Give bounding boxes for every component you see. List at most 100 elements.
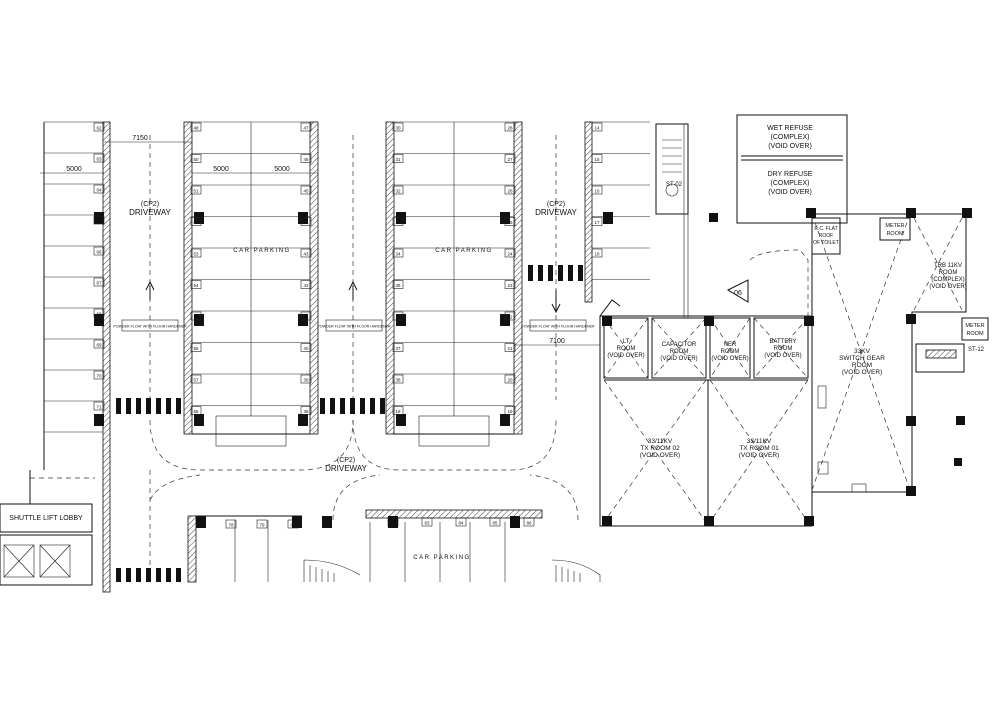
trb-room: TRB 11KV ROOM (COMPLEX) (VOID OVER) METE… (709, 213, 989, 466)
bay-number-bottom-right: 86 (526, 521, 532, 526)
bay-number-c-right: 26 (507, 189, 513, 194)
trb-room-line1: TRB 11KV (934, 263, 962, 269)
car-parking-label-b: CAR PARKING (233, 248, 290, 254)
bay-number-bottom-right: 85 (492, 521, 498, 526)
bay-number-bottom-right: 83 (424, 521, 430, 526)
zebra-stripe (146, 398, 151, 414)
wet-refuse-line1: WET REFUSE (767, 125, 813, 132)
zebra-stripe (330, 398, 335, 414)
bay-number-b-right-box (300, 311, 312, 321)
electrical-block: 06 LT ROOM (VOID OVER) CAPACITOR ROOM (V… (599, 249, 814, 527)
zebra-stripe (578, 265, 583, 281)
bay-number-b-right: 40 (303, 346, 309, 351)
bay-number-b-right-box (300, 343, 312, 352)
bay-number-b-left: 54 (193, 283, 199, 288)
bay-number-c-left-box (392, 122, 404, 132)
bay-number-b-right-box (300, 248, 312, 258)
driveway-bottom-label: DRIVEWAY (325, 464, 367, 473)
zebra-stripe (558, 265, 563, 281)
bay-number-c-right: 23 (507, 283, 513, 288)
bay-number-b-right: 38 (303, 409, 309, 414)
zebra-stripe (176, 568, 181, 582)
car-parking-label-c: CAR PARKING (435, 248, 492, 254)
bay-number-c-right-box (504, 154, 516, 163)
zebra-stripe (340, 398, 345, 414)
driveway-left-code: (CP2) (141, 201, 159, 208)
tx-room-01-line2: TX ROOM 01 (739, 445, 779, 452)
stair-st02-tag: ST-02 (666, 182, 683, 188)
lt-room-line3: (VOID OVER) (607, 353, 644, 359)
bay-number-c-left: 37 (395, 346, 401, 351)
parking-column-d (584, 121, 650, 303)
bay-number-c-left: 30 (395, 126, 401, 131)
bay-number-b-left-box (190, 280, 202, 289)
bay-number-c-right-box (504, 280, 516, 289)
bay-number-a-box (93, 215, 105, 225)
wet-refuse-line2: (COMPLEX) (771, 134, 810, 141)
flat-roof-line1: R.C. FLAT (814, 226, 837, 232)
bay-number-bottom-left-box (225, 519, 237, 529)
bay-number-a-box (93, 184, 105, 194)
bay-number-d: 14 (594, 126, 600, 131)
bay-number-bottom-right: 84 (458, 521, 464, 526)
tx-room-02-line3: (VOID OVER) (640, 452, 680, 459)
marker-06: 06 (734, 290, 742, 297)
trb-room-line2: ROOM (939, 270, 958, 276)
dry-refuse-line2: (COMPLEX) (771, 180, 810, 187)
bay-number-c-right: 21 (507, 346, 513, 351)
zebra-stripe (116, 398, 121, 414)
bay-number-b-left: 58 (193, 409, 199, 414)
meter-room-top-line1: METER (885, 223, 904, 229)
parking-island-c (385, 121, 523, 447)
bay-number-a: 64 (96, 188, 102, 193)
zebra-stripe (126, 398, 131, 414)
bay-number-b-left-box (190, 343, 202, 352)
zebra-stripe (156, 568, 161, 582)
bay-number-c-right: 24 (507, 252, 513, 257)
zebra-stripe (568, 265, 573, 281)
dry-refuse-line1: DRY REFUSE (768, 171, 813, 178)
dim-right-aisle: 7100 (549, 338, 565, 345)
bay-number-b-right: 46 (303, 157, 309, 162)
zebra-stripe (136, 568, 141, 582)
bay-number-a: 69 (96, 343, 102, 348)
bay-number-b-right: 42 (303, 283, 309, 288)
bay-number-d: 15 (594, 157, 600, 162)
bay-number-a: 67 (96, 281, 102, 286)
bay-number-b-right-box (300, 280, 312, 289)
bay-number-c-right: 28 (507, 126, 513, 131)
switchgear-line3: ROOM (852, 362, 872, 369)
bay-number-d-box (591, 217, 603, 226)
zebra-stripe (156, 398, 161, 414)
bay-number-c-left: 35 (395, 283, 401, 288)
powder-note-3: POWDER FLOAT WITH FLOOR HARDENER (521, 325, 595, 329)
bay-number-b-left-box (190, 311, 202, 321)
bay-number-c-left-box (392, 374, 404, 384)
bay-number-b-left: 48 (193, 126, 199, 131)
bay-number-d-box (591, 122, 603, 132)
bay-number-a: 66 (96, 250, 102, 255)
bay-number-c-left: 18 (395, 409, 401, 414)
zebra-stripe (176, 398, 181, 414)
bay-number-b-right-box (300, 374, 312, 384)
bay-number-d-box (591, 154, 603, 163)
wet-refuse-line3: (VOID OVER) (768, 143, 812, 150)
bay-number-a: 62 (96, 126, 102, 131)
switchgear-line1: 33KV (854, 348, 871, 355)
lt-room-line1: LT (623, 339, 630, 345)
bay-number-c-right-box (504, 122, 516, 132)
tx-room-01-line1: 33/11KV (747, 438, 772, 445)
tx-room-02-line2: TX ROOM 02 (640, 445, 680, 452)
switch-gear-room: R.C. FLAT ROOF OF TOILET METER ROOM 33KV… (806, 208, 972, 496)
zebra-stripe (360, 398, 365, 414)
zebra-stripe (136, 398, 141, 414)
bottom-parking-row (187, 509, 601, 583)
capacitor-room-line1: CAPACITOR (662, 342, 697, 348)
powder-note-2: POWDER FLOAT WITH FLOOR HARDENER (317, 325, 391, 329)
bay-number-bottom-left-box (256, 519, 268, 529)
capacitor-room-line3: (VOID OVER) (660, 356, 697, 362)
dim-bay-mid-a: 5000 (213, 166, 229, 173)
zebra-stripe (380, 398, 385, 414)
bay-number-a: 65 (96, 219, 102, 224)
